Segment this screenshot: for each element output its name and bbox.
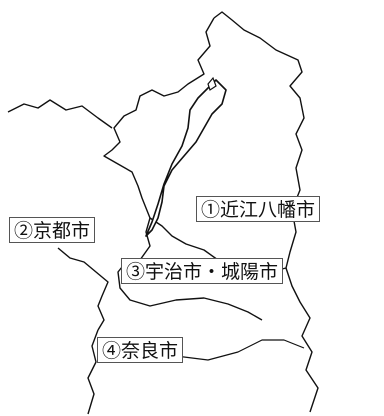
label-kyoto: ②京都市	[9, 217, 96, 243]
kyoto-south-border	[57, 247, 109, 331]
lake-biwa-outline	[145, 79, 227, 237]
mie-border	[285, 267, 319, 413]
label-omi-hachiman: ①近江八幡市	[196, 196, 321, 222]
shiga-boundary	[125, 11, 305, 273]
lake-island	[207, 76, 217, 91]
nara-internal-border	[175, 339, 305, 361]
kyoto-nara-border	[117, 261, 263, 321]
nara-west-border	[87, 329, 99, 415]
kyoto-west-border	[7, 99, 113, 129]
label-nara: ④奈良市	[97, 337, 184, 363]
kyoto-shiga-border	[103, 17, 215, 219]
label-uji-joyo: ③宇治市・城陽市	[121, 258, 284, 284]
